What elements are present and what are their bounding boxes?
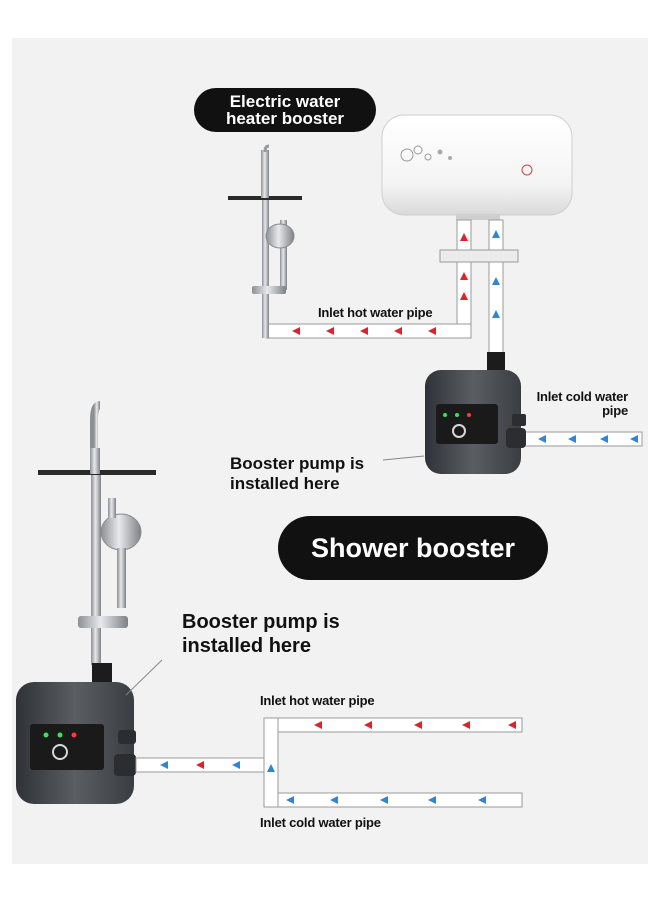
- shower-cold-pipe-label: Inlet cold water pipe: [260, 815, 381, 830]
- water-heater-tank: [381, 114, 573, 220]
- heater-shower-fixture: [228, 144, 302, 338]
- heater-booster-pump-illustration: [425, 352, 526, 474]
- heater-pump-leader-line: [382, 455, 425, 461]
- shower-booster-title: Shower booster: [278, 516, 548, 580]
- heater-flow-arrows: [292, 230, 638, 443]
- heater-hot-pipe-label: Inlet hot water pipe: [318, 305, 433, 320]
- heater-cold-pipe-label: Inlet cold water pipe: [536, 389, 629, 418]
- heater-pump-location-note: Booster pump is installed here: [230, 454, 365, 493]
- shower-hot-pipe-label: Inlet hot water pipe: [260, 693, 375, 708]
- heater-booster-title: Electric water heater booster: [194, 88, 376, 132]
- heater-pipes: [265, 219, 643, 447]
- shower-fixture: [38, 401, 156, 665]
- shower-pipes: [135, 717, 523, 808]
- shower-pump-location-note: Booster pump is installed here: [182, 611, 340, 657]
- shower-booster-pump-illustration: [16, 663, 136, 804]
- shower-pump-leader-line: [125, 659, 163, 696]
- shower-flow-arrows: [160, 721, 516, 804]
